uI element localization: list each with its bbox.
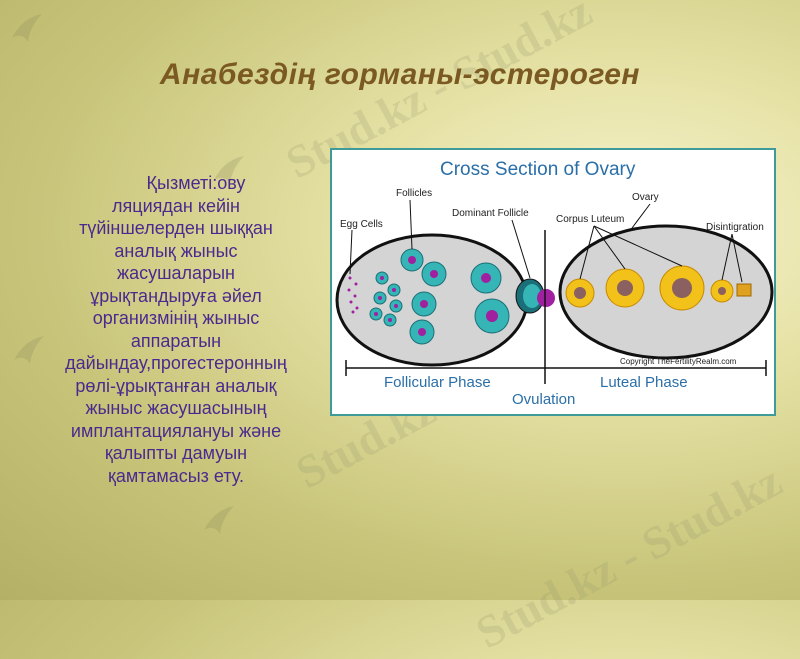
bird-watermark-icon (14, 336, 44, 364)
egg-cells (347, 276, 359, 314)
body-line: ляциядан кейін (112, 195, 240, 216)
body-line: рөлі-ұрықтанған аналық (75, 375, 277, 396)
dominant-follicle (515, 278, 555, 314)
body-line: қамтамасыз ету. (108, 465, 244, 486)
phase-timeline (345, 230, 767, 384)
ovary-cross-section-diagram: Cross Section of Ovary (330, 148, 776, 416)
copyright-text: Copyright TheFertilityRealm.com (620, 357, 737, 366)
body-line: жыныс жасушасының (85, 398, 267, 418)
small-follicles (369, 271, 403, 327)
bird-watermark-icon (204, 506, 234, 534)
bird-watermark-icon (214, 156, 244, 184)
label-follicles: Follicles (396, 188, 432, 199)
pointer-lines (349, 199, 743, 283)
body-line: аналық жыныс (114, 240, 238, 261)
body-line: жасушаларын (117, 263, 235, 283)
diagram-title: Cross Section of Ovary (440, 159, 636, 180)
bird-watermark-icon (12, 14, 42, 42)
label-dominant-follicle: Dominant Follicle (452, 208, 529, 219)
body-line: дайындау,прогестеронның (65, 353, 287, 373)
slide-body-text: Қызметі:ову ляциядан кейін түйіншелерден… (28, 172, 324, 487)
body-line: Қызметі:ову (146, 173, 246, 193)
body-line: ұрықтандыруға әйел (90, 285, 262, 306)
label-disintegration: Disintigration (706, 222, 764, 233)
label-corpus-luteum: Corpus Luteum (556, 214, 624, 225)
follicles (400, 248, 510, 345)
label-ovary: Ovary (632, 192, 659, 203)
label-luteal-phase: Luteal Phase (600, 374, 688, 391)
body-line: организмінің жыныс (92, 308, 260, 328)
body-line: имплантациялануы және (70, 420, 282, 441)
label-egg-cells: Egg Cells (340, 219, 383, 230)
body-line: қалыпты дамуын (104, 443, 248, 463)
body-line: аппаратын (130, 330, 222, 351)
body-line: түйіншелерден шыққан (79, 218, 273, 238)
disintegrating-corpus (710, 279, 752, 303)
label-ovulation: Ovulation (512, 391, 575, 408)
watermark-bottom: Stud.kz - Stud.kz (467, 454, 790, 659)
slide-title: Анабездің горманы-эстероген (159, 58, 641, 91)
label-follicular-phase: Follicular Phase (384, 374, 491, 391)
corpus-luteum (565, 265, 705, 311)
